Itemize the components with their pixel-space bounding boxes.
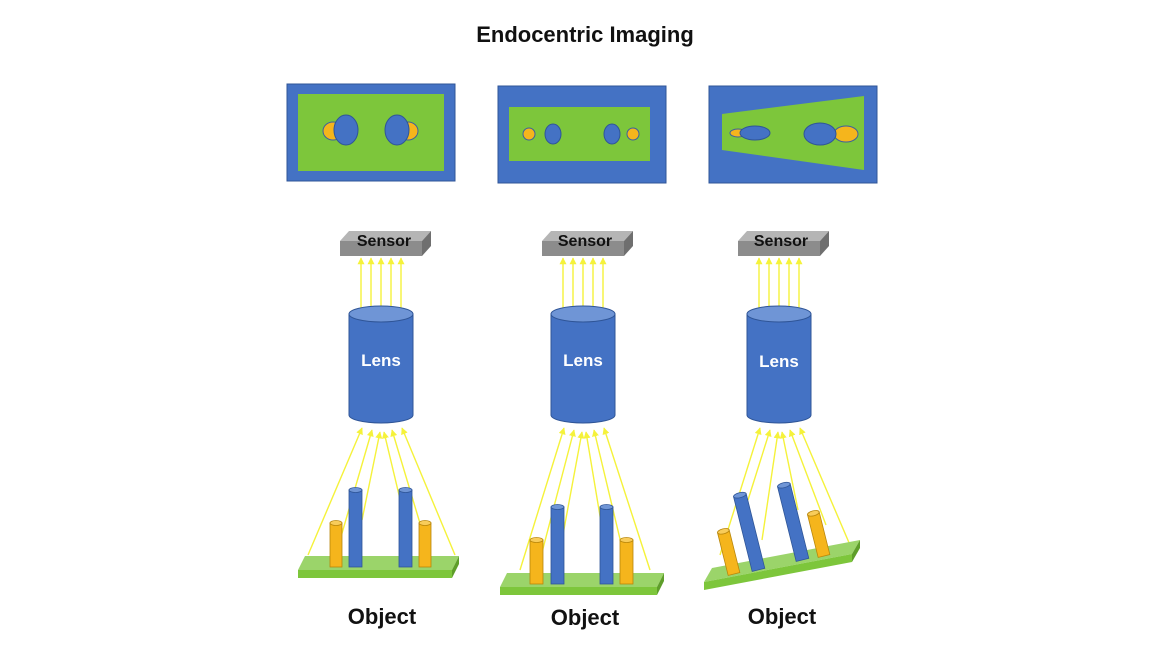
orange-cylinder-3b (807, 510, 831, 558)
object-2 (500, 504, 664, 595)
rays-lens-to-sensor-2 (559, 257, 607, 310)
lens-label-2: Lens (563, 351, 603, 370)
lens-3: Lens (746, 305, 812, 424)
object-label-3: Object (748, 604, 817, 629)
sensor-3: Sensor (738, 231, 829, 256)
blue-cylinder-3a (733, 491, 766, 572)
orange-cylinder-1b (418, 520, 432, 568)
result-image-2 (497, 85, 667, 184)
object-label-2: Object (551, 605, 620, 630)
lens-1: Lens (348, 305, 414, 424)
sensor-label-2: Sensor (558, 233, 612, 250)
setup-1: Sensor Lens (298, 231, 459, 629)
lens-label-3: Lens (759, 352, 799, 371)
sensor-label-3: Sensor (754, 233, 808, 250)
blue-cylinder-2a (550, 504, 565, 585)
lens-label-1: Lens (361, 351, 401, 370)
setup-3: Sensor Lens (704, 231, 860, 629)
orange-cylinder-3a (717, 528, 741, 576)
object-3 (704, 481, 860, 590)
orange-cylinder-1a (329, 520, 343, 568)
orange-cylinder-2b (619, 537, 634, 585)
object-label-1: Object (348, 604, 417, 629)
blue-cylinder-1b (398, 487, 413, 568)
blue-cylinder-3b (777, 481, 810, 562)
rays-lens-to-sensor-3 (755, 257, 803, 310)
sensor-2: Sensor (542, 231, 633, 256)
setup-2: Sensor Lens (500, 231, 664, 630)
result-image-1 (286, 83, 456, 182)
result-image-3 (708, 85, 878, 184)
object-1 (298, 487, 459, 578)
sensor-label-1: Sensor (357, 233, 411, 250)
rays-lens-to-sensor-1 (357, 257, 405, 310)
diagram-title: Endocentric Imaging (476, 22, 694, 47)
orange-cylinder-2a (529, 537, 544, 585)
lens-2: Lens (550, 305, 616, 424)
sensor-1: Sensor (340, 231, 431, 256)
blue-cylinder-2b (599, 504, 614, 585)
blue-cylinder-1a (348, 487, 363, 568)
